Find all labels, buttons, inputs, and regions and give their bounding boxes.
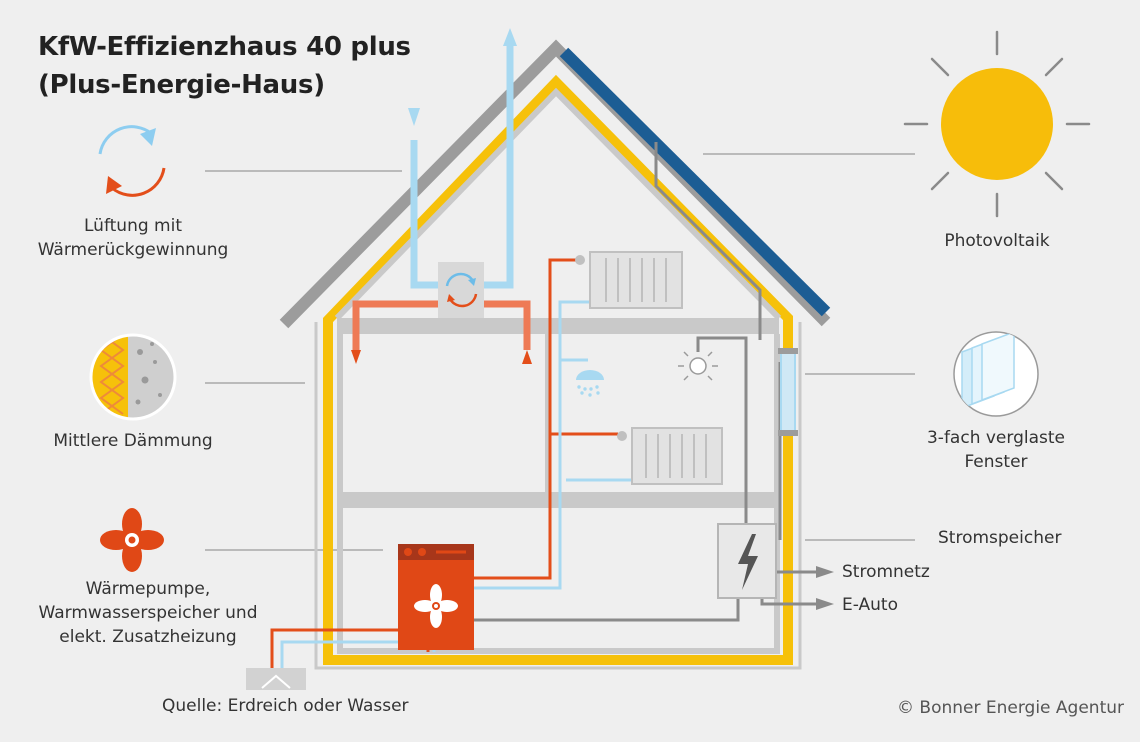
lightbulb-icon: [678, 351, 718, 381]
window-icon: [953, 331, 1039, 417]
lightning-icon: [738, 534, 758, 590]
label-insulation: Mittlere Dämmung: [53, 431, 213, 451]
shower-icon: [576, 370, 604, 397]
supply-arrow-down: [351, 350, 361, 364]
storage-box: [717, 523, 777, 599]
label-heatpump-line2: Warmwasserspeicher und: [38, 603, 258, 623]
label-ventilation-line2: Wärmerückgewinnung: [37, 240, 229, 260]
label-windows-line1: 3-fach verglaste: [926, 428, 1066, 448]
label-ventilation-line1: Lüftung mit: [83, 216, 182, 236]
inner-roof: [334, 87, 782, 321]
return-arrow-up: [522, 350, 532, 364]
label-windows: 3-fach verglaste Fenster: [927, 426, 1065, 474]
label-grid: Stromnetz: [842, 562, 930, 582]
intake-arrow-down: [408, 108, 420, 126]
label-heatpump-line1: Wärmepumpe,: [85, 579, 211, 599]
title-line-2: (Plus-Energie-Haus): [38, 70, 325, 100]
label-heatpump: Wärmepumpe, Warmwasserspeicher und elekt…: [38, 577, 257, 649]
insulation-icon: [89, 333, 177, 421]
heatpump-unit: [398, 544, 474, 650]
label-storage: Stromspeicher: [938, 528, 1062, 548]
solar-panel: [559, 47, 831, 317]
interior-walls: [337, 318, 780, 654]
label-source: Quelle: Erdreich oder Wasser: [162, 696, 409, 716]
ventilation-unit: [438, 262, 484, 318]
house-window: [778, 348, 798, 436]
radiator-top-icon: [575, 251, 683, 309]
title-line-1: KfW-Effizienzhaus 40 plus: [38, 32, 411, 62]
page-title: KfW-Effizienzhaus 40 plus (Plus-Energie-…: [38, 28, 411, 104]
credit: © Bonner Energie Agentur: [897, 698, 1124, 718]
ventilation-cycle-icon: [98, 125, 166, 197]
label-windows-line2: Fenster: [964, 452, 1028, 472]
house-insulation: [323, 74, 793, 665]
radiator-bottom-icon: [617, 427, 723, 485]
ventilation-ducts: [352, 45, 531, 350]
label-photovoltaic: Photovoltaik: [944, 231, 1050, 251]
ventilation-unit-cycle-icon: [445, 272, 478, 308]
electric-lines: [474, 142, 818, 622]
heatpump-fan-icon: [414, 584, 458, 628]
arrow-grid: [816, 566, 834, 578]
label-ventilation: Lüftung mit Wärmerückgewinnung: [38, 214, 229, 262]
ground-source: [246, 668, 306, 690]
exhaust-arrow-up: [503, 28, 517, 46]
arrow-ecar: [816, 598, 834, 610]
label-heatpump-line3: elekt. Zusatzheizung: [59, 627, 237, 647]
leader-lines: [205, 153, 915, 551]
label-ecar: E-Auto: [842, 595, 898, 615]
fan-icon: [100, 508, 164, 572]
sun-icon: [903, 30, 1091, 218]
house-outer-wall: [314, 322, 802, 670]
